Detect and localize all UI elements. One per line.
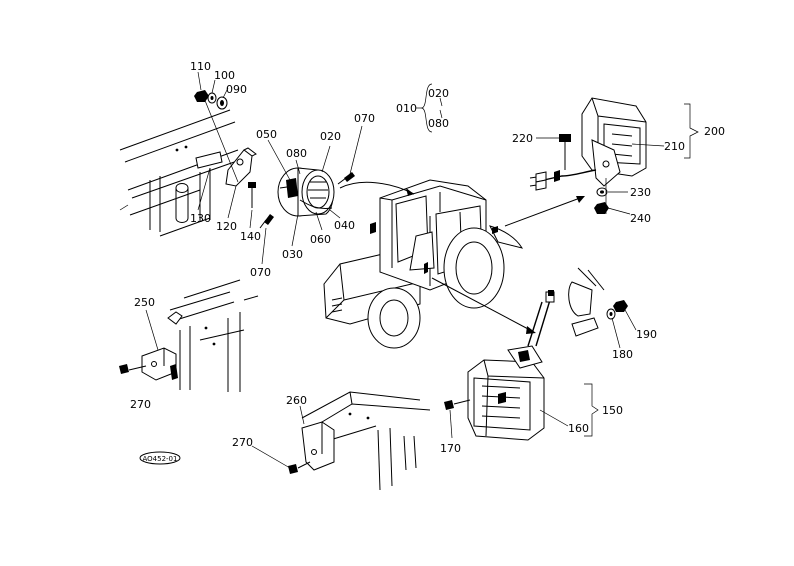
brace-010 <box>416 83 433 133</box>
mount-bracket-right <box>568 267 605 337</box>
bracket-120 <box>225 147 257 187</box>
label-270-bottom: 270 <box>232 436 253 449</box>
label-270-left: 270 <box>130 398 151 411</box>
part-labels: 110 100 090 050 080 020 070 130 120 140 … <box>130 60 725 455</box>
label-020-top: 020 <box>320 130 341 143</box>
nut-240 <box>594 202 609 214</box>
washer-100 <box>207 92 217 104</box>
bolt-270-left <box>119 364 147 374</box>
drawing-code-text: AO452-01 <box>143 455 178 463</box>
label-060: 060 <box>310 233 331 246</box>
washer-230 <box>596 187 608 197</box>
label-040: 040 <box>334 219 355 232</box>
bolt-140 <box>248 182 256 208</box>
nut-190 <box>613 300 628 312</box>
label-110: 110 <box>190 60 211 73</box>
label-080-group: 080 <box>428 117 449 130</box>
frame-260-area <box>301 391 431 491</box>
callout-leaders <box>145 71 665 469</box>
label-240: 240 <box>630 212 651 225</box>
wire-harness-top <box>529 169 597 191</box>
drawing-code-badge: AO452-01 <box>139 451 181 465</box>
label-200: 200 <box>704 125 725 138</box>
label-250: 250 <box>134 296 155 309</box>
label-260: 260 <box>286 394 307 407</box>
washer-180 <box>606 308 616 320</box>
label-160: 160 <box>568 422 589 435</box>
label-130: 130 <box>190 212 211 225</box>
washer-090 <box>216 96 228 110</box>
label-170: 170 <box>440 442 461 455</box>
label-080-top: 080 <box>286 147 307 160</box>
label-090: 090 <box>226 83 247 96</box>
label-140: 140 <box>240 230 261 243</box>
lamp-bracket <box>591 139 621 187</box>
nut-110 <box>194 90 209 102</box>
screw-070-top <box>337 172 355 185</box>
label-070-bottom: 070 <box>250 266 271 279</box>
label-100: 100 <box>214 69 235 82</box>
frame-250-area <box>141 279 259 392</box>
label-190: 190 <box>636 328 657 341</box>
label-020-group: 020 <box>428 87 449 100</box>
brace-150 <box>584 383 599 437</box>
label-220: 220 <box>512 132 533 145</box>
label-070-top: 070 <box>354 112 375 125</box>
leader-arrows <box>339 181 585 334</box>
bolt-170 <box>444 399 471 410</box>
lamp-160 <box>467 345 545 441</box>
label-210: 210 <box>664 140 685 153</box>
label-120: 120 <box>216 220 237 233</box>
bolt-270-bottom <box>288 461 311 474</box>
upper-left-frame <box>119 109 241 237</box>
stud-axis-line <box>203 97 239 183</box>
label-050: 050 <box>256 128 277 141</box>
wire-harness-bottom <box>527 290 555 347</box>
label-180: 180 <box>612 348 633 361</box>
label-030: 030 <box>282 248 303 261</box>
label-230: 230 <box>630 186 651 199</box>
label-150: 150 <box>602 404 623 417</box>
tractor-illustration <box>323 179 524 349</box>
bolt-220 <box>559 134 571 170</box>
screw-070-bottom <box>259 214 274 229</box>
label-010: 010 <box>396 102 417 115</box>
lamp-020 <box>277 167 335 217</box>
brace-200 <box>684 103 699 159</box>
